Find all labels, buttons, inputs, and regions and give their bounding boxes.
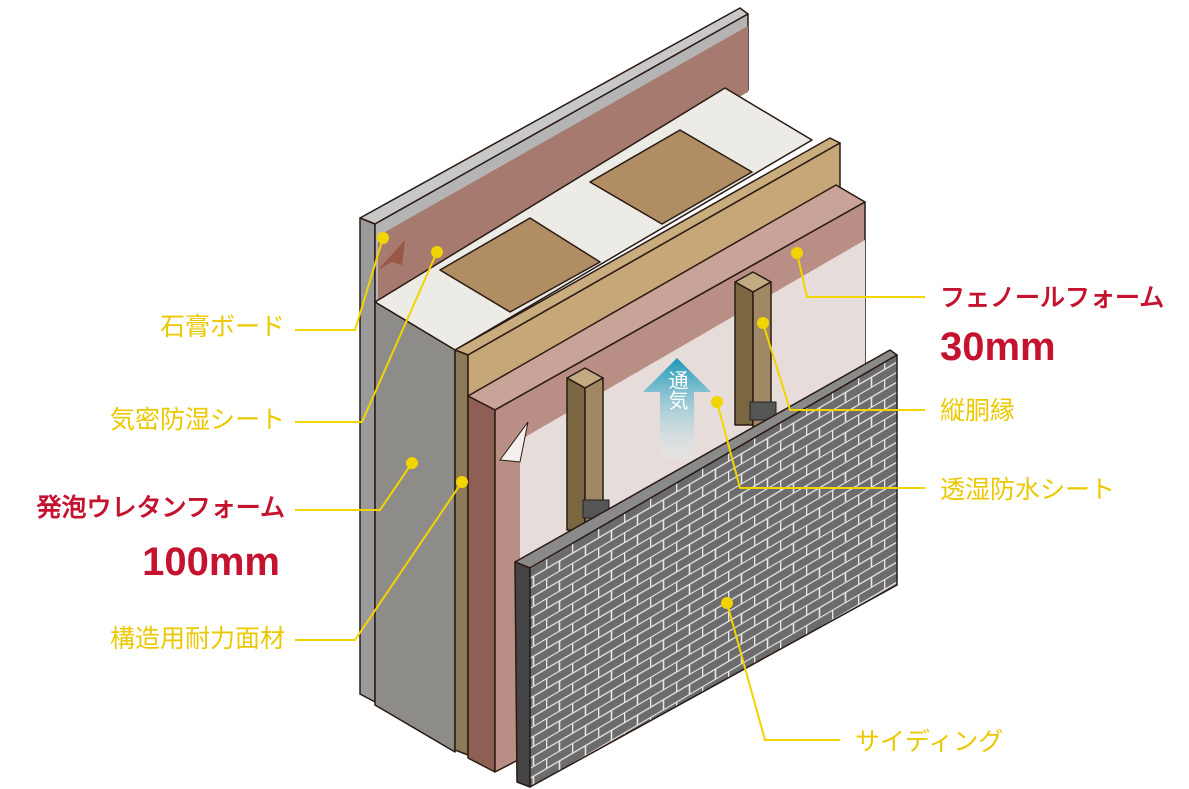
label-phenolic-thickness: 30mm — [940, 325, 1056, 369]
structural-panel — [454, 137, 841, 756]
ventilation-label: 通気 — [665, 370, 689, 410]
urethane-foam — [374, 87, 813, 753]
siding — [514, 349, 898, 788]
label-breathable-sheet: 透湿防水シート — [940, 475, 1115, 504]
breathable-sheet-curl — [499, 421, 529, 463]
label-urethane-foam: 発泡ウレタンフォーム — [35, 493, 285, 522]
label-urethane-thickness: 100mm — [142, 540, 280, 584]
ventilation-arrow-icon: 通気 — [643, 358, 711, 460]
label-structural-panel: 構造用耐力面材 — [110, 624, 285, 653]
label-furring-strip: 縦胴縁 — [940, 396, 1015, 425]
label-siding: サイディング — [855, 727, 1003, 756]
label-phenolic-foam: フェノールフォーム — [940, 283, 1164, 312]
label-gypsum-board: 石膏ボード — [160, 312, 285, 341]
airtight-sheet-main — [378, 26, 748, 302]
leader-lines — [295, 232, 925, 741]
airtight-sheet-curl — [378, 240, 405, 270]
label-airtight-sheet: 気密防湿シート — [110, 405, 285, 434]
